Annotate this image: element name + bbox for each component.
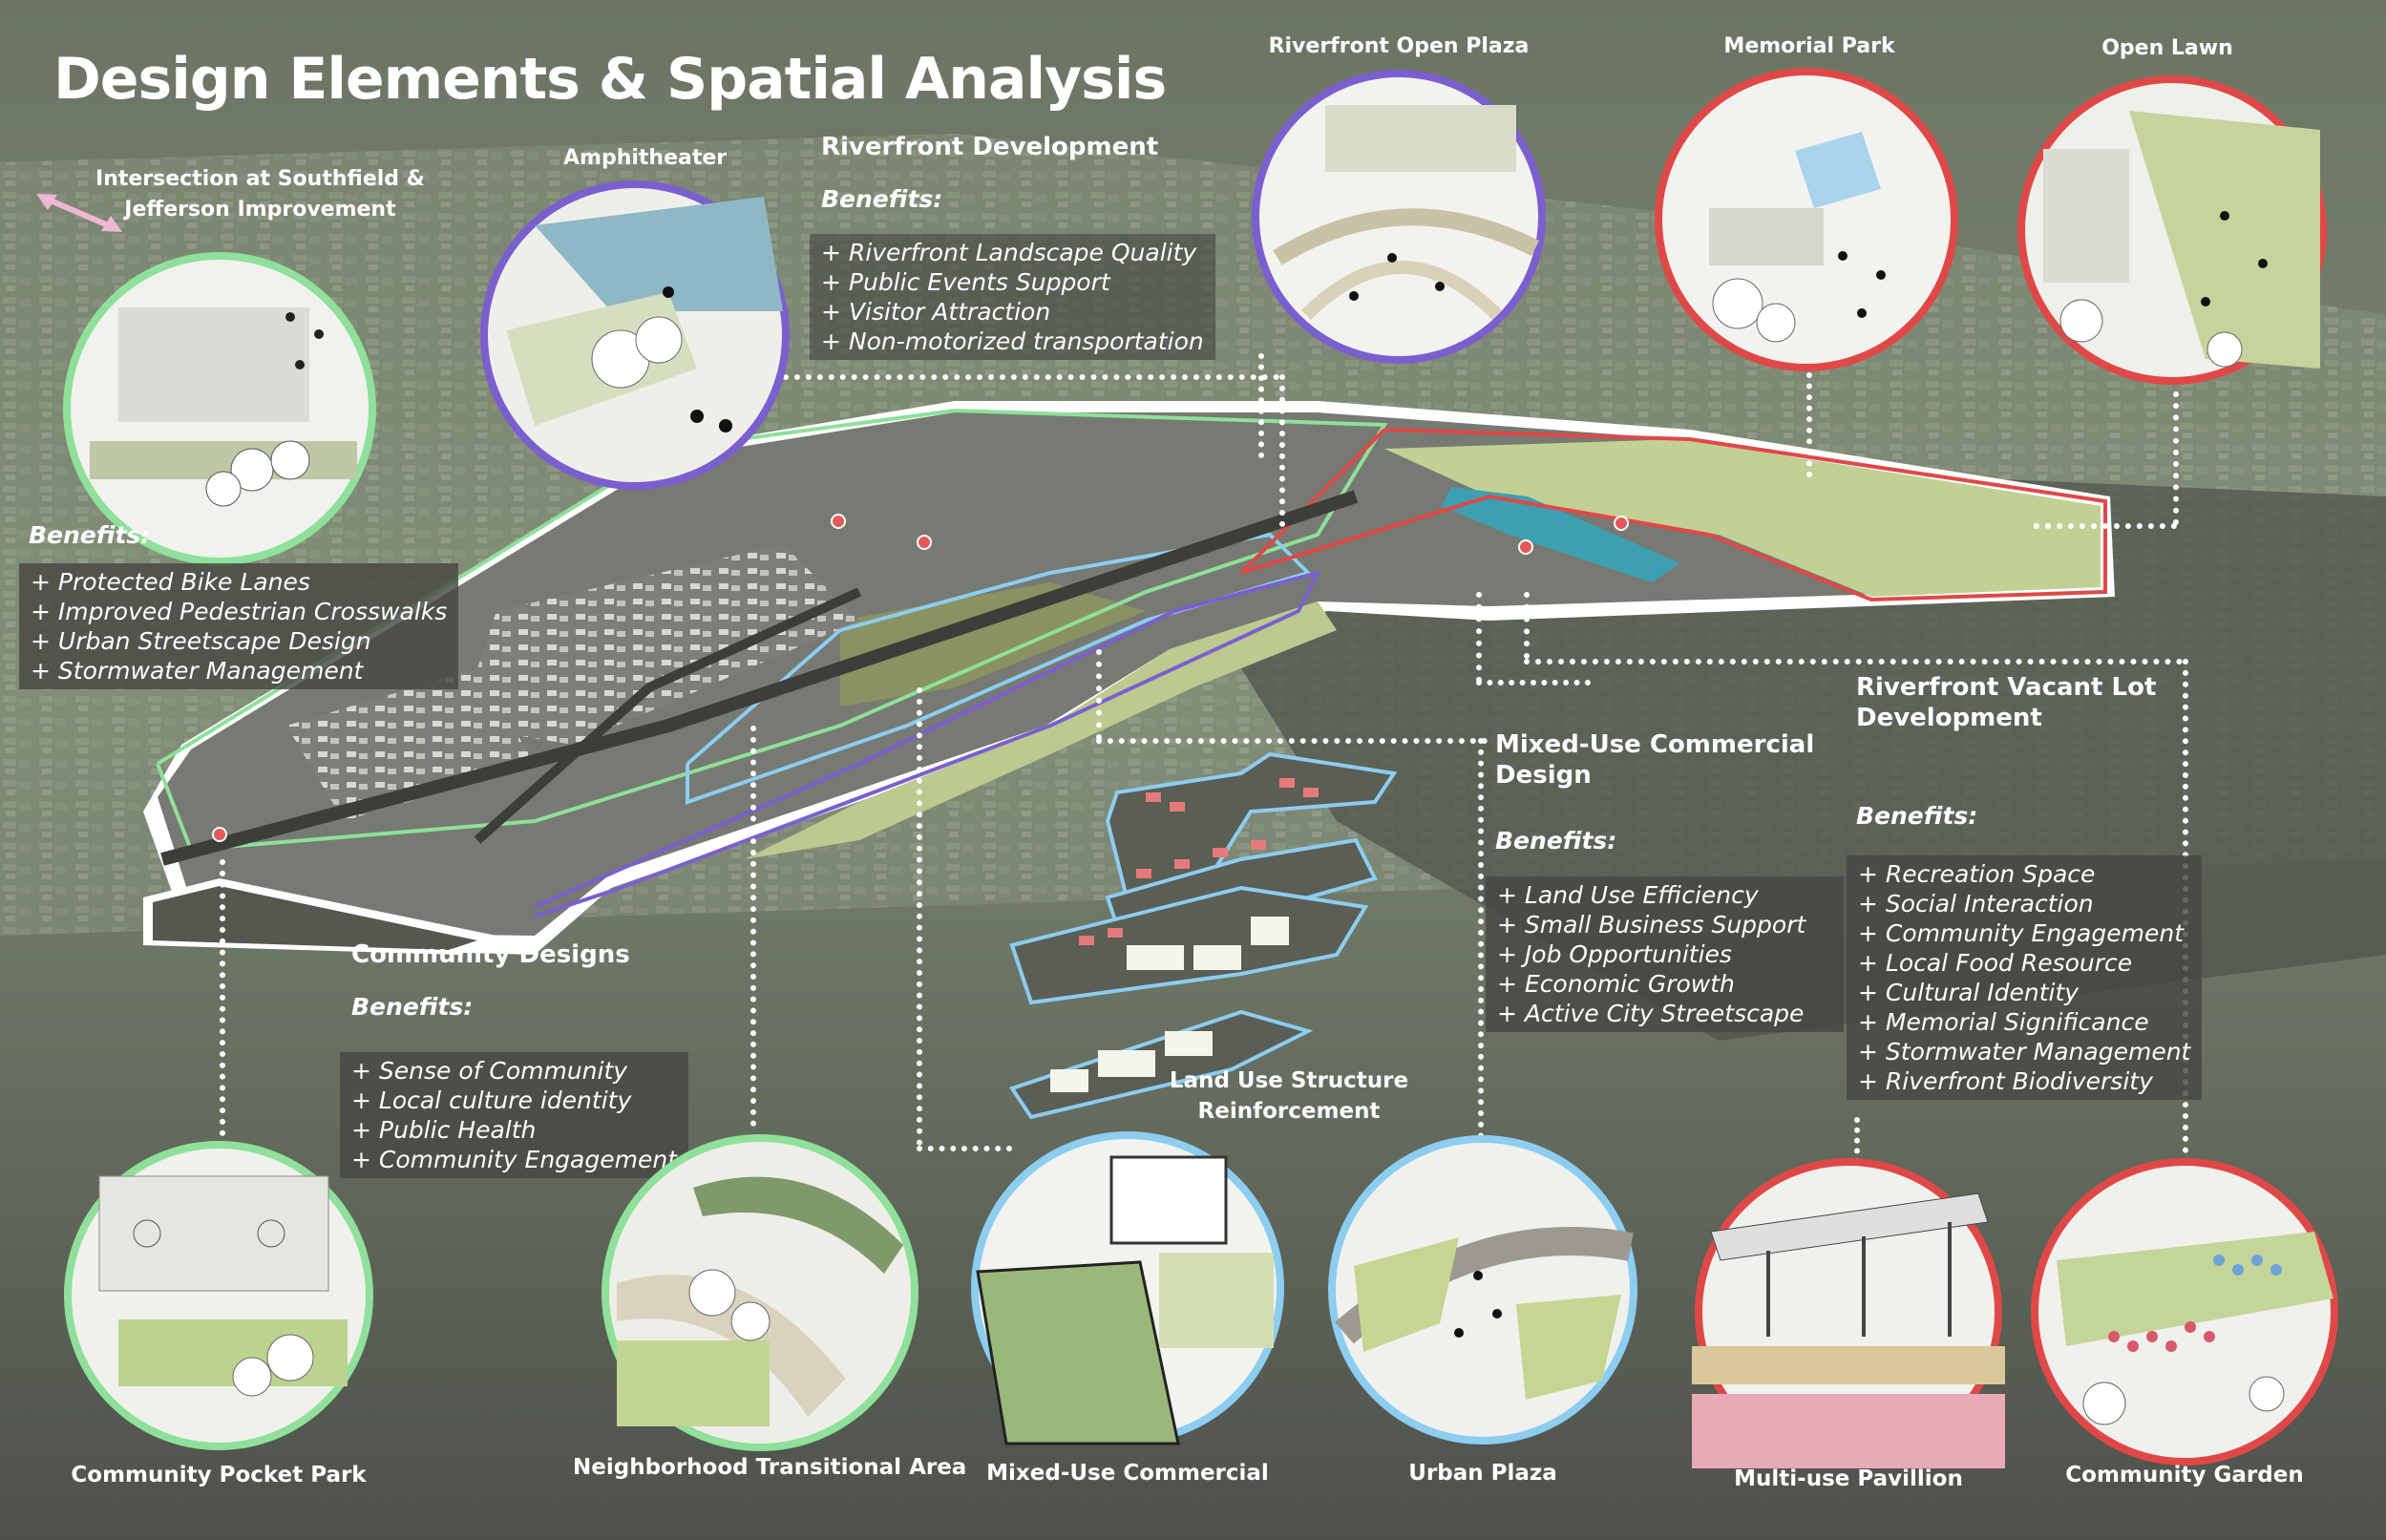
leader-line-mixed-v [1096, 649, 1102, 740]
land-use-label-line1: Land Use Structure [1169, 1068, 1409, 1093]
location-pin-icon [1614, 516, 1629, 531]
memorial-park-label: Memorial Park [1723, 34, 1895, 58]
land-use-label: Land Use Structure Reinforcement [1146, 1065, 1432, 1127]
mixed-use-benefits-label: Benefits: [1495, 827, 1617, 854]
garden-label: Community Garden [2065, 1463, 2304, 1487]
leader-line-pavillion [1854, 1117, 1860, 1174]
leader-line-memorial [1806, 372, 1812, 477]
intersection-label-line1: Intersection at Southfield & [95, 167, 425, 191]
mixed-use-commercial-label: Mixed-Use Commercial [986, 1461, 1269, 1486]
vacant-lot-heading-line1: Riverfront Vacant Lot [1856, 673, 2157, 702]
list-item: + Community Engagement [351, 1146, 677, 1173]
community-benefits-label: Benefits: [351, 993, 474, 1021]
list-item: + Improved Pedestrian Crosswalks [31, 598, 448, 625]
open-lawn-label: Open Lawn [2101, 36, 2233, 60]
leader-line-vacant-c [1524, 592, 1530, 659]
riverfront-benefits-list: + Riverfront Landscape Quality + Public … [810, 234, 1215, 360]
list-item: + Community Engagement [1858, 919, 2184, 947]
transitional-circle [602, 1134, 919, 1451]
mixed-use-commercial-circle [971, 1131, 1284, 1445]
memorial-park-circle [1655, 68, 1958, 371]
leader-line-pocket-park [220, 859, 225, 1136]
intersection-benefits-label: Benefits: [29, 521, 151, 549]
community-benefits-list: + Sense of Community + Local culture ide… [340, 1052, 688, 1178]
vacant-lot-heading: Riverfront Vacant Lot Development [1856, 672, 2156, 733]
list-item: + Public Events Support [821, 268, 1110, 296]
list-item: + Visitor Attraction [821, 298, 1051, 326]
list-item: + Land Use Efficiency [1497, 881, 1759, 909]
pavillion-circle [1692, 1158, 2005, 1468]
list-item: + Stormwater Management [1858, 1038, 2191, 1065]
double-arrow-icon [36, 194, 122, 232]
location-pin-icon [917, 535, 932, 550]
list-item: + Small Business Support [1497, 911, 1806, 939]
list-item: + Sense of Community [351, 1057, 628, 1085]
list-item: + Job Opportunities [1497, 940, 1732, 968]
pocket-park-label: Community Pocket Park [71, 1463, 367, 1487]
list-item: + Recreation Space [1858, 860, 2096, 888]
leader-line-mixed-h [1096, 738, 1488, 744]
leader-line-lawn [2173, 391, 2179, 525]
pavillion-label: Multi-use Pavillion [1734, 1466, 1963, 1491]
list-item: + Riverfront Biodiversity [1858, 1067, 2153, 1095]
leader-line-vacant-d [1524, 659, 2183, 665]
leader-line-vacant-a [1476, 592, 1482, 683]
vacant-lot-benefits-list: + Recreation Space + Social Interaction … [1847, 855, 2203, 1100]
location-pin-icon [1518, 539, 1533, 555]
list-item: + Local Food Resource [1858, 949, 2133, 977]
garden-circle [2031, 1158, 2338, 1466]
intersection-benefits-list: + Protected Bike Lanes + Improved Pedest… [19, 563, 459, 689]
transitional-label: Neighborhood Transitional Area [573, 1455, 967, 1480]
list-item: + Urban Streetscape Design [31, 627, 371, 655]
list-item: + Protected Bike Lanes [31, 568, 310, 596]
list-item: + Stormwater Management [31, 657, 364, 685]
leader-line-urban-plaza [1478, 738, 1484, 1139]
riverfront-development-heading: Riverfront Development [821, 133, 1159, 161]
leader-line-mixed-commercial [917, 687, 922, 1146]
community-designs-heading: Community Designs [351, 940, 630, 969]
list-item: + Riverfront Landscape Quality [821, 239, 1197, 266]
urban-plaza-label: Urban Plaza [1408, 1461, 1557, 1486]
intersection-label: Intersection at Southfield & Jefferson I… [95, 164, 425, 225]
amphitheater-circle [480, 180, 790, 490]
list-item: + Local culture identity [351, 1086, 632, 1114]
open-lawn-circle [2017, 75, 2327, 385]
leader-line-vacant-b [1476, 680, 1591, 686]
riverfront-benefits-label: Benefits: [821, 185, 943, 213]
leader-line-mixed-commercial-h [917, 1146, 1012, 1151]
leader-line-riverfront-drop [1279, 374, 1285, 527]
mixed-use-benefits-list: + Land Use Efficiency + Small Business S… [1486, 876, 1845, 1032]
leader-line-riverfront [783, 374, 1279, 380]
vacant-lot-heading-line2: Development [1856, 704, 2042, 732]
leader-line-plaza [1258, 353, 1264, 458]
urban-plaza-circle [1328, 1135, 1637, 1445]
list-item: + Cultural Identity [1858, 979, 2080, 1006]
page-title: Design Elements & Spatial Analysis [53, 46, 1167, 113]
location-pin-icon [831, 514, 846, 529]
intersection-circle [63, 252, 376, 565]
list-item: + Active City Streetscape [1497, 1000, 1805, 1027]
list-item: + Memorial Significance [1858, 1008, 2149, 1036]
list-item: + Economic Growth [1497, 970, 1735, 998]
mixed-use-heading-line2: Design [1495, 761, 1592, 790]
land-use-label-line2: Reinforcement [1197, 1099, 1381, 1124]
pocket-park-circle [64, 1141, 373, 1450]
mixed-use-heading-line1: Mixed-Use Commercial [1495, 730, 1815, 759]
mixed-use-heading: Mixed-Use Commercial Design [1495, 729, 1814, 791]
leader-line-transitional [750, 726, 756, 1127]
list-item: + Public Health [351, 1116, 537, 1144]
list-item: + Non-motorized transportation [821, 327, 1204, 355]
leader-line-lawn-h [2034, 523, 2177, 529]
vacant-lot-benefits-label: Benefits: [1856, 802, 1978, 830]
riverfront-open-plaza-label: Riverfront Open Plaza [1268, 34, 1530, 58]
list-item: + Social Interaction [1858, 890, 2094, 918]
intersection-label-line2: Jefferson Improvement [124, 198, 396, 222]
location-pin-icon [212, 827, 227, 842]
amphitheater-label: Amphitheater [563, 146, 728, 170]
riverfront-open-plaza-circle [1252, 70, 1546, 364]
